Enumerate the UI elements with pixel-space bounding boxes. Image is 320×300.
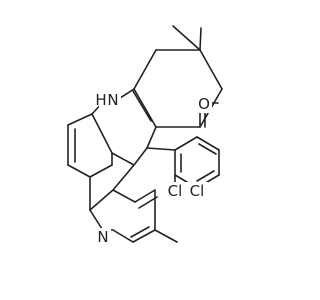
bond-layer xyxy=(67,25,223,243)
structure-svg: H N O N Cl Cl xyxy=(67,25,223,246)
bond xyxy=(196,170,215,182)
bond xyxy=(91,113,113,154)
bond xyxy=(130,226,150,238)
nh-nitrogen-label: N xyxy=(107,91,118,109)
bond xyxy=(133,49,157,90)
ketone-oxygen-label: O xyxy=(198,95,210,113)
bond xyxy=(133,88,157,128)
bond xyxy=(132,229,156,243)
bond xyxy=(133,147,148,166)
atom-label-layer: H N O N Cl Cl xyxy=(95,91,212,246)
bond xyxy=(89,189,114,211)
bond xyxy=(196,136,220,151)
bond xyxy=(146,126,157,149)
bond xyxy=(199,27,202,51)
bond xyxy=(132,90,152,122)
bond xyxy=(154,229,178,243)
nh-hydrogen-label: H xyxy=(95,91,106,109)
bond xyxy=(89,209,103,230)
bond xyxy=(199,49,223,90)
bond xyxy=(146,147,176,151)
molecule-diagram: H N O N Cl Cl xyxy=(67,25,223,246)
chlorine-label-1: Cl xyxy=(168,182,183,200)
bond xyxy=(172,25,201,51)
bond xyxy=(112,189,136,203)
bond xyxy=(89,164,113,178)
bond xyxy=(112,164,135,191)
bond xyxy=(134,189,156,203)
pyridine-nitrogen-label: N xyxy=(97,228,108,246)
bond xyxy=(67,113,93,126)
bond xyxy=(112,229,134,243)
bond xyxy=(111,152,135,166)
chlorine-label-2: Cl xyxy=(190,182,205,200)
bond xyxy=(174,136,198,151)
bond xyxy=(138,196,158,209)
bond xyxy=(198,143,217,155)
bond xyxy=(67,164,91,178)
